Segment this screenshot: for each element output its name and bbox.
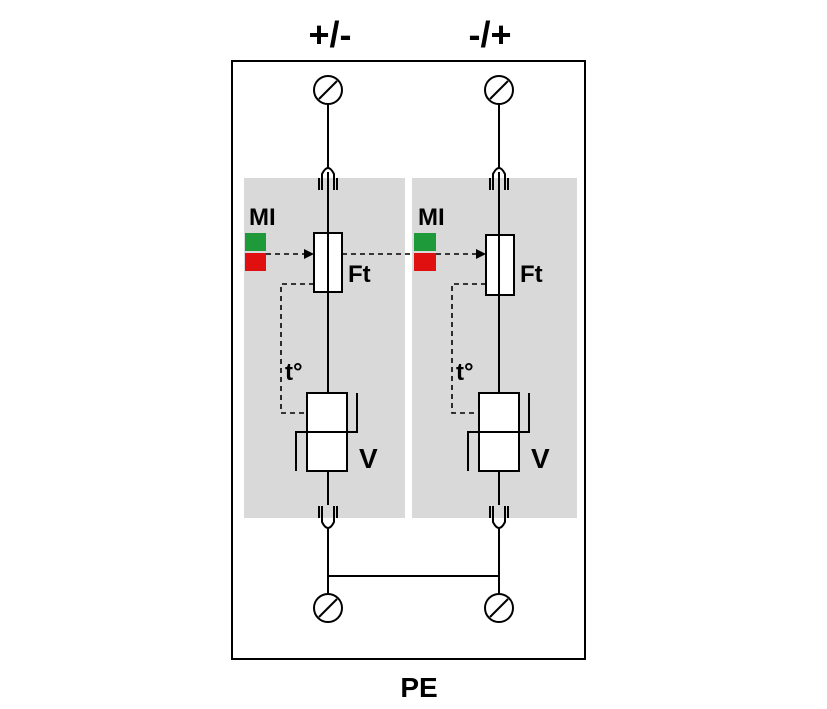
fuse-label-left: Ft — [348, 261, 371, 288]
pe-label: PE — [400, 672, 437, 703]
indicator-ok-right — [414, 233, 436, 251]
plug-connector-top-left-icon — [318, 167, 338, 190]
fuse-trigger-arrow-left-icon — [304, 249, 314, 259]
indicator-ok-left — [245, 233, 266, 251]
fuse-trigger-arrow-right-icon — [476, 249, 486, 259]
indicator-label-right: MI — [418, 204, 445, 231]
module-left: MI Ft t° V — [245, 75, 378, 593]
thermal-link-left — [280, 283, 314, 414]
thermal-label-left: t° — [285, 359, 303, 386]
top-label-right: -/+ — [468, 14, 511, 55]
indicator-fault-left — [245, 253, 266, 271]
terminal-top-left-icon[interactable] — [313, 75, 343, 105]
indicator-fault-right — [414, 253, 436, 271]
terminal-bottom-right-icon[interactable] — [484, 593, 514, 623]
indicator-label-left: MI — [249, 204, 276, 231]
plug-connector-top-right-icon — [489, 167, 509, 190]
varistor-nonlinear-mark-right-icon — [467, 393, 530, 471]
enclosure — [231, 60, 586, 660]
varistor-nonlinear-mark-left-icon — [295, 393, 358, 471]
varistor-label-left: V — [359, 443, 378, 474]
thermal-label-right: t° — [456, 359, 474, 386]
fuse-label-right: Ft — [520, 261, 543, 288]
varistor-label-right: V — [531, 443, 550, 474]
terminal-bottom-left-icon[interactable] — [313, 593, 343, 623]
top-label-left: +/- — [308, 14, 351, 55]
module-right: MI Ft t° V — [414, 75, 550, 593]
terminal-top-right-icon[interactable] — [484, 75, 514, 105]
